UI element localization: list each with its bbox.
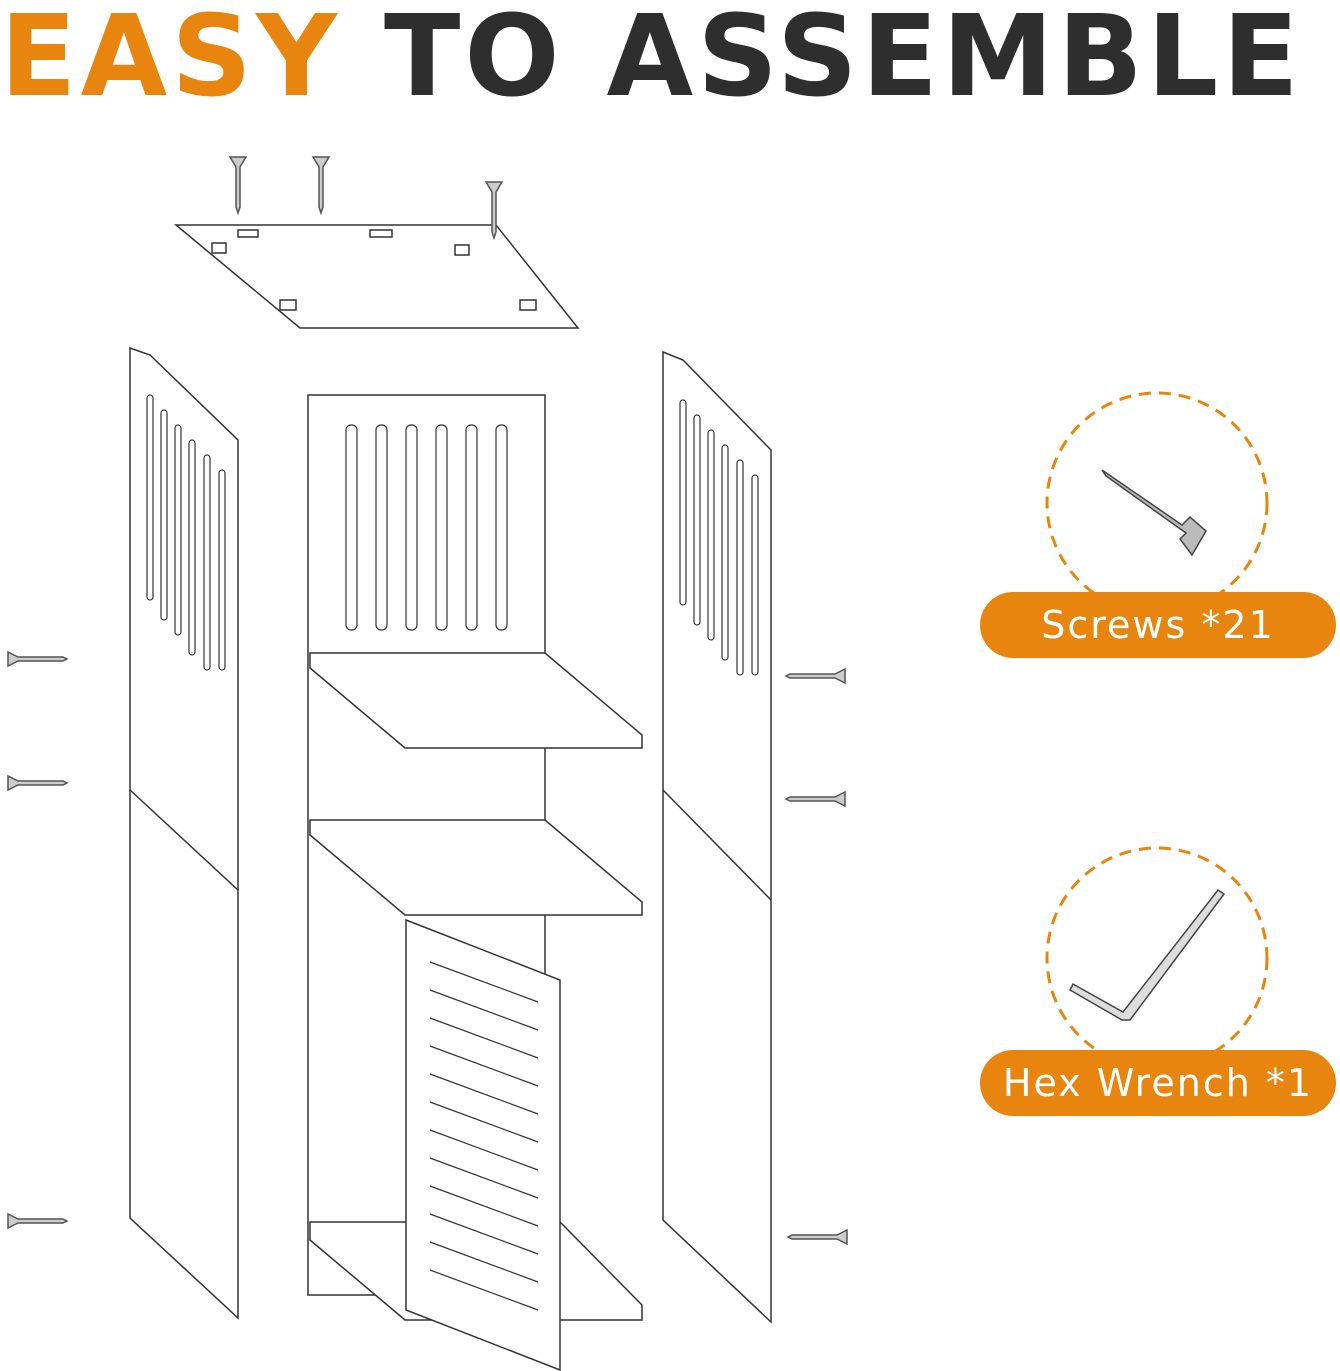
screw-icon [7, 650, 848, 1246]
screw-icon [228, 156, 504, 241]
left-side-panel [129, 346, 239, 1320]
screw-callout-circle [1045, 391, 1269, 615]
screw-icon [1101, 469, 1207, 557]
right-side-panel [662, 350, 772, 1324]
hex-wrench-label: Hex Wrench *1 [980, 1050, 1336, 1116]
hex-wrench-icon [1069, 888, 1226, 1021]
wrench-callout-circle [1045, 846, 1269, 1070]
top-panel [173, 224, 580, 329]
shelf-lower [309, 819, 643, 916]
front-door [405, 918, 561, 1371]
headline-highlight: EASY [0, 0, 341, 122]
headline: EASY TO ASSEMBLE [0, 0, 1303, 122]
shelf-upper [309, 652, 643, 749]
screws-label: Screws *21 [980, 592, 1336, 658]
headline-rest: TO ASSEMBLE [383, 0, 1303, 122]
